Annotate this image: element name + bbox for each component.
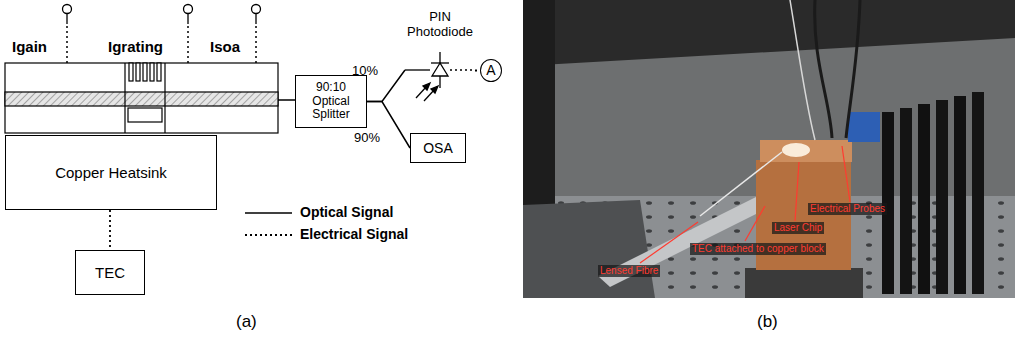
probe-pins: [255, 14, 256, 24]
setup-photo: [790, 0, 815, 140]
grating-teeth: [150, 63, 154, 81]
photodiode-symbol: [405, 69, 430, 70]
optical-fibre: [278, 99, 295, 101]
setup-photo: [936, 100, 948, 294]
laser-chip: [5, 92, 278, 106]
photodiode-symbol: [405, 52, 449, 101]
grating-teeth: [129, 63, 133, 81]
photo-annotation: Electrical Probes: [808, 203, 887, 215]
grating-teeth: [129, 63, 161, 81]
grating-teeth: [157, 63, 161, 81]
laser-chip: [5, 63, 278, 133]
heatsink-box: Copper Heatsink: [5, 135, 217, 210]
photodiode-symbol: [431, 62, 449, 63]
setup-photo: [523, 0, 1015, 66]
probe-wires: [255, 26, 257, 63]
laser-chip: [5, 63, 278, 133]
leader-lines: [745, 206, 765, 241]
setup-photo: [972, 92, 984, 294]
setup-photo: [523, 0, 555, 215]
current-label: Igrating: [108, 38, 163, 55]
legend-text: Electrical Signal: [300, 226, 408, 242]
photo-annotation: Lensed Fibre: [598, 265, 660, 277]
setup-photo: [900, 108, 912, 294]
current-label: Igain: [12, 38, 47, 55]
node-text: PIN Photodiode: [405, 10, 475, 40]
leader-lines: [842, 146, 850, 202]
leader-lines: [795, 162, 799, 221]
grating-teeth: [143, 63, 147, 81]
legend-text: Optical Signal: [300, 204, 393, 220]
photodiode-symbol: [431, 86, 438, 93]
node-text: OSA: [423, 140, 453, 156]
probe-wires: [66, 26, 68, 63]
node-text: TEC: [95, 264, 125, 281]
probe-pins: [63, 5, 72, 14]
setup-photo: [918, 104, 930, 294]
tec-box: TEC: [75, 250, 145, 295]
splitter-box: 90:10 Optical Splitter: [295, 75, 367, 128]
setup-photo: [700, 152, 782, 216]
photodiode-symbol: [423, 83, 430, 90]
node-text: A: [486, 62, 495, 78]
probe-wires: [67, 26, 256, 63]
photodiode: PIN Photodiode: [405, 10, 475, 84]
setup-photo: [523, 200, 655, 298]
osa-box: OSA: [410, 133, 466, 163]
probe-pins: [66, 14, 67, 24]
grating-teeth: [136, 63, 140, 81]
photo-annotation: TEC attached to copper block: [690, 243, 826, 255]
setup-photo: [815, 0, 832, 138]
laser-chip: [124, 63, 125, 133]
setup-photo: [848, 112, 880, 142]
panel-label: (a): [236, 312, 257, 332]
panel-label: (b): [757, 312, 778, 332]
probe-pins: [184, 5, 193, 14]
photodiode-symbol: [432, 63, 448, 76]
laser-chip: [128, 108, 162, 122]
setup-photo: [523, 0, 1015, 298]
node-text: 90:10 Optical Splitter: [299, 81, 363, 122]
laser-chip: [164, 63, 165, 133]
split-ratio: 90%: [354, 131, 380, 146]
probe-wires: [187, 26, 189, 63]
setup-photo: [846, 0, 860, 138]
setup-photo: [745, 268, 863, 298]
split-ratio: 10%: [352, 64, 378, 79]
probe-pins: [187, 14, 188, 24]
probe-pins: [63, 5, 261, 25]
electrical-connector: [109, 210, 111, 250]
ammeter-wire: [450, 69, 475, 71]
current-label: Isoa: [210, 38, 240, 55]
setup-photo: [954, 96, 966, 294]
setup-photo: [782, 143, 810, 157]
photo-annotation: Laser Chip: [772, 222, 824, 234]
probe-pins: [252, 5, 261, 14]
legend-electrical-sample: [245, 234, 292, 236]
setup-photo: [523, 0, 1015, 298]
legend-optical-sample: [245, 212, 292, 214]
ammeter-circle: A: [480, 59, 502, 82]
node-text: Copper Heatsink: [55, 164, 167, 181]
